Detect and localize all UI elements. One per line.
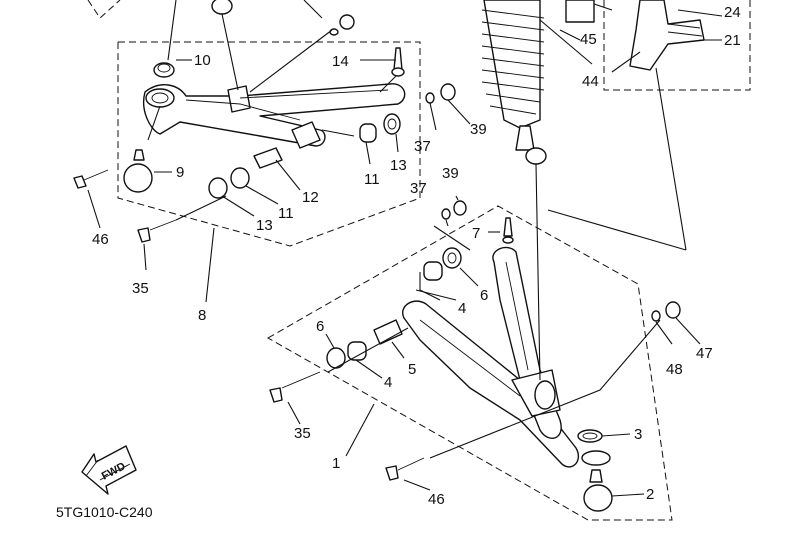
callout-35-upper: 35	[132, 280, 149, 297]
part-5-sleeve-lower	[373, 319, 403, 345]
knuckle-assembly-boundary	[603, 0, 751, 91]
callout-24: 24	[724, 4, 741, 21]
part-37-washer-upper	[425, 92, 435, 104]
part-10-bushing-cap	[153, 62, 175, 78]
part-47-nut	[665, 301, 681, 319]
part-13-collar-upper-left	[208, 177, 228, 199]
part-4-bushing-lower-right	[423, 261, 443, 281]
callout-11-upper-right: 11	[364, 171, 380, 188]
shock-absorber	[481, 0, 595, 165]
callout-7: 7	[472, 225, 480, 242]
part-37-washer-lower	[441, 208, 451, 220]
diagram-code: 5TG1010-C240	[56, 504, 153, 520]
callout-6-left: 6	[316, 318, 324, 335]
part-13-collar-upper-right	[383, 113, 401, 135]
callout-8: 8	[198, 307, 206, 324]
lower-a-arm	[402, 246, 579, 468]
part-9-ball-joint	[123, 149, 153, 193]
part-11-bushing-upper-right	[359, 123, 377, 143]
callout-1: 1	[332, 455, 340, 472]
callout-2: 2	[646, 486, 654, 503]
part-6-collar-lower-left	[326, 347, 346, 369]
upper-pivot-sleeve	[291, 121, 321, 149]
callout-4-left: 4	[384, 374, 392, 391]
callout-35-lower: 35	[294, 425, 311, 442]
callout-14: 14	[332, 53, 349, 70]
callout-labels: 10 14 9 46 12 11 13 35 8 11 13 37 39 39 …	[92, 4, 741, 508]
part-6-collar-lower-right	[442, 247, 462, 269]
upper-top-bolt-head	[211, 0, 233, 15]
part-39-nut-lower	[453, 200, 467, 216]
forward-direction-arrow: FWD	[81, 445, 137, 495]
upper-a-arm	[143, 83, 406, 147]
callout-21: 21	[724, 32, 741, 49]
part-4-bushing-lower-left	[347, 341, 367, 361]
callout-39-upper: 39	[470, 121, 487, 138]
part-14-grease-nipple	[391, 47, 405, 77]
lower-arm-assembly-boundary	[266, 205, 673, 521]
part-35-bolt-lower	[269, 371, 321, 403]
callout-9: 9	[176, 164, 184, 181]
callout-6-right: 6	[480, 287, 488, 304]
callout-13-upper-right: 13	[390, 157, 407, 174]
upper-top-nut	[329, 14, 355, 36]
callout-12: 12	[302, 189, 319, 206]
leader-lines	[87, 0, 723, 497]
part-7-grease-nipple	[502, 217, 514, 244]
callout-48: 48	[666, 361, 683, 378]
part-3-circlip	[577, 429, 603, 443]
callout-46-lower: 46	[428, 491, 445, 508]
callout-45: 45	[580, 31, 597, 48]
callout-11-upper-left: 11	[278, 205, 294, 222]
top-left-frame-corner	[87, 0, 121, 19]
part-12-sleeve-upper	[253, 147, 283, 169]
callout-13-upper-left: 13	[256, 217, 273, 234]
part-35-bolt-upper	[137, 219, 177, 243]
callout-39-lower: 39	[442, 165, 459, 182]
callout-37-lower: 37	[410, 180, 427, 197]
callout-47: 47	[696, 345, 713, 362]
steering-knuckle	[629, 0, 705, 71]
callout-3: 3	[634, 426, 642, 443]
callout-37-upper: 37	[414, 138, 431, 155]
part-48-washer	[651, 310, 661, 322]
callout-5: 5	[408, 361, 416, 378]
callout-44: 44	[582, 73, 599, 90]
part-46-bolt-upper	[73, 169, 109, 189]
callout-46-upper: 46	[92, 231, 109, 248]
part-2-ball-joint	[581, 450, 613, 512]
callout-10: 10	[194, 52, 211, 69]
part-46-bolt-lower	[385, 457, 425, 481]
part-11-bushing-upper-left	[230, 167, 250, 189]
callout-4-right: 4	[458, 300, 466, 317]
part-39-nut-upper	[440, 83, 456, 101]
